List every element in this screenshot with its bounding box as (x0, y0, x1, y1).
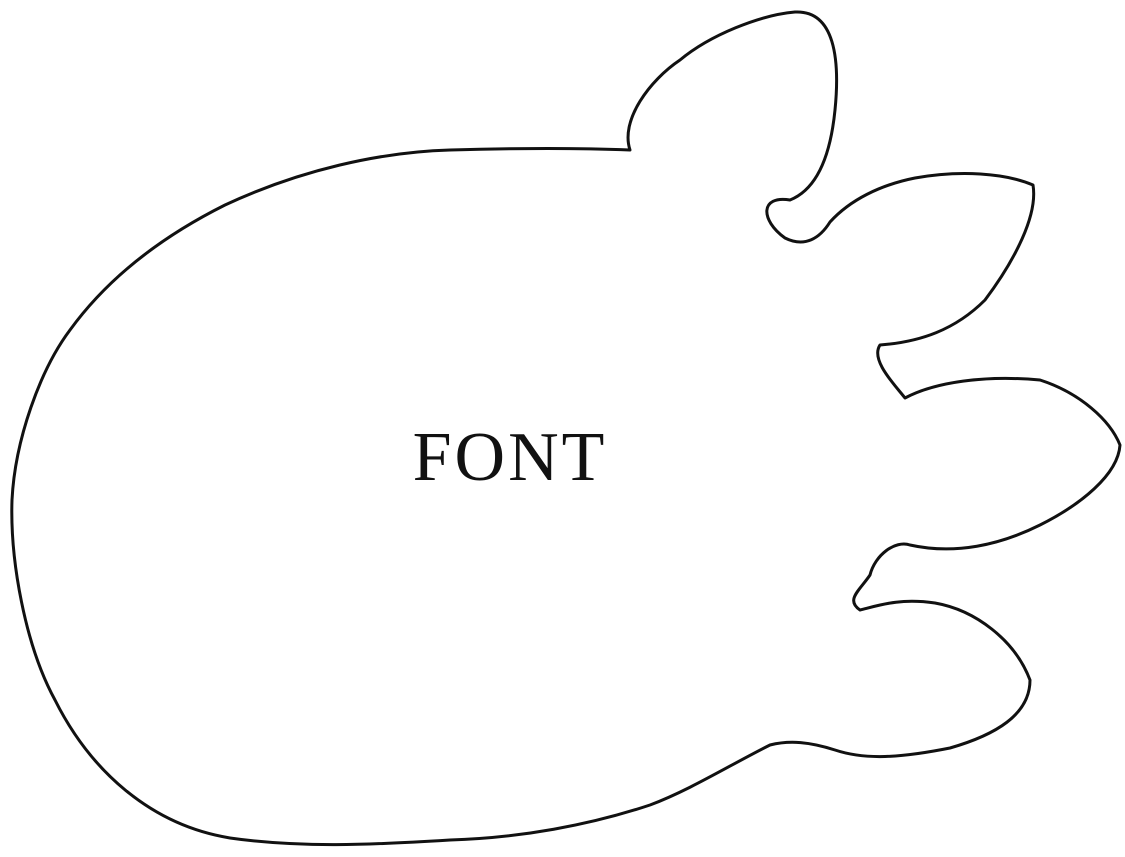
figure-label: FONT (360, 408, 660, 508)
